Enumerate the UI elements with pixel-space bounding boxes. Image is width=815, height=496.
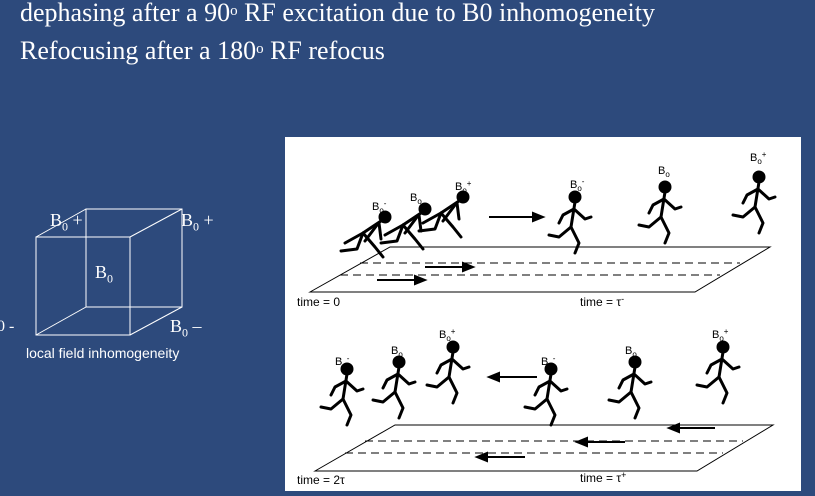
title-line-1-b: RF excitation due to B0 inhomogeneity bbox=[237, 0, 655, 27]
runner-label-b0: Bo bbox=[391, 345, 403, 360]
runner-label-b0-plus: Bo+ bbox=[455, 179, 472, 196]
title-line-2-a: Refocusing after a 180 bbox=[20, 36, 257, 65]
runner-figure bbox=[339, 210, 392, 259]
runner-label-b0-minus: Bo- bbox=[372, 199, 387, 216]
runner-figure bbox=[731, 170, 777, 235]
runner-label-b0-minus: Bo- bbox=[570, 177, 585, 194]
time-label-tau-minus: time = τ- bbox=[580, 294, 625, 309]
runner-label-b0-plus: Bo+ bbox=[439, 327, 456, 344]
runner-figure bbox=[637, 180, 683, 245]
bottom-arrow-track-3-head bbox=[474, 451, 488, 463]
time-label-tau-plus: time = τ+ bbox=[580, 470, 627, 485]
bottom-arrow-track-2-head bbox=[574, 436, 588, 448]
cube-label-bottom-right: B0 – bbox=[170, 316, 202, 340]
bottom-arrow-main-head bbox=[486, 371, 500, 383]
runner-figure bbox=[417, 190, 470, 239]
title-line-2-degree: o bbox=[256, 41, 264, 57]
title-line-1-a: dephasing after a 90 bbox=[20, 0, 231, 27]
cube-label-top-left: B0 + bbox=[50, 210, 83, 234]
title-line-2-b: RF refocus bbox=[263, 36, 385, 65]
runner-figure bbox=[379, 202, 432, 251]
cube-edge-tl bbox=[35, 208, 87, 238]
field-cube-diagram bbox=[35, 208, 183, 336]
title-line-1-degree: o bbox=[230, 3, 238, 19]
top-arrow-track-2-head bbox=[414, 274, 428, 286]
cube-edge-tr bbox=[129, 208, 183, 238]
title-line-1: dephasing after a 90o RF excitation due … bbox=[20, 0, 655, 28]
runner-label-b0: Bo bbox=[658, 165, 670, 180]
top-arrow-main-head bbox=[532, 211, 546, 223]
runner-label-b0: Bo bbox=[625, 345, 637, 360]
runner-figure bbox=[607, 355, 653, 420]
time-label-2tau: time = 2τ bbox=[297, 473, 345, 487]
runner-analogy-panel: time = 0 time = τ- time = 2τ time = τ+ B… bbox=[285, 137, 801, 491]
top-track bbox=[308, 246, 772, 293]
runner-label-b0-minus: Bo- bbox=[335, 354, 350, 371]
bottom-arrow-track-1-head bbox=[666, 422, 680, 434]
runner-figure bbox=[523, 362, 569, 427]
cube-label-top-right: B0 + bbox=[181, 210, 214, 234]
cube-front-face bbox=[35, 236, 131, 336]
time-label-0: time = 0 bbox=[297, 295, 341, 309]
cube-label-center: B0 bbox=[95, 262, 114, 286]
cube-back-face bbox=[85, 208, 183, 308]
runner-label-b0-plus: Bo+ bbox=[750, 150, 767, 167]
runner-illustration bbox=[308, 170, 777, 472]
runner-label-b0-plus: Bo+ bbox=[712, 327, 729, 344]
title-line-2: Refocusing after a 180o RF refocus bbox=[20, 36, 385, 66]
cube-caption: local field inhomogeneity bbox=[26, 345, 180, 361]
runner-figure bbox=[319, 362, 365, 427]
runner-figure bbox=[371, 355, 417, 420]
cube-label-bottom-left: 0 - bbox=[0, 318, 15, 335]
cube-edge-bl bbox=[35, 306, 87, 336]
runner-figure bbox=[547, 190, 593, 255]
top-arrow-track-1-head bbox=[462, 261, 476, 273]
runner-figure bbox=[425, 340, 471, 405]
bottom-track bbox=[313, 424, 775, 472]
runner-figure bbox=[695, 340, 741, 405]
runner-label-b0: Bo bbox=[410, 192, 422, 207]
runner-label-b0-minus: Bo- bbox=[541, 354, 556, 371]
cube-edge-br bbox=[129, 306, 183, 336]
